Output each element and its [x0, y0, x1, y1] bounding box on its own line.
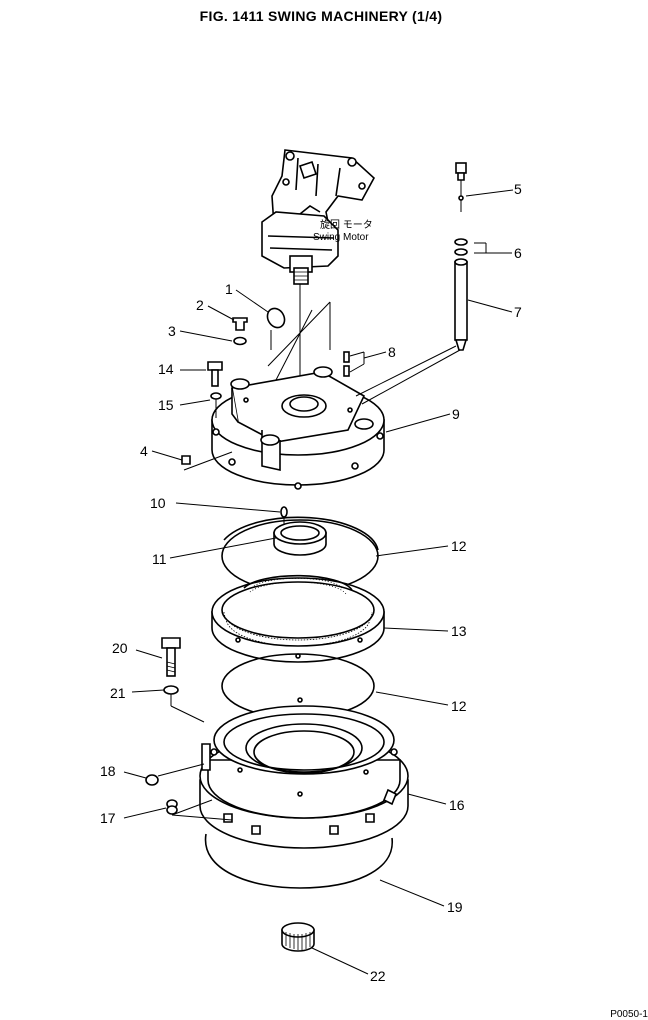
callout-14: 14: [158, 361, 174, 377]
figure-title: FIG. 1411 SWING MACHINERY (1/4): [199, 8, 443, 24]
callout-16: 16: [449, 797, 465, 813]
callout-19: 19: [447, 899, 463, 915]
plug-2: [232, 317, 248, 331]
gauge-pipe-7: [454, 258, 468, 351]
dowel-pins-8: [343, 351, 350, 377]
bolt-14: [207, 361, 223, 387]
level-gauge-5: [455, 162, 467, 212]
motor-label-jp: 旋回 モータ: [320, 218, 373, 231]
leader-lines: [123, 189, 514, 975]
callout-5: 5: [514, 181, 522, 197]
plug-4: [181, 455, 191, 465]
callout-13: 13: [451, 623, 467, 639]
callout-2: 2: [196, 297, 204, 313]
pinion-22: [281, 922, 315, 952]
callout-12-lower: 12: [451, 698, 467, 714]
callout-3: 3: [168, 323, 176, 339]
o-ring-19: [204, 833, 393, 889]
bolt-20: [161, 637, 181, 677]
lower-housing-16: [199, 697, 409, 849]
callout-12-upper: 12: [451, 538, 467, 554]
o-rings-6: [454, 238, 468, 256]
callout-8: 8: [388, 344, 396, 360]
upper-housing: [211, 366, 385, 490]
plug-17: [166, 799, 178, 815]
callout-15: 15: [158, 397, 174, 413]
callout-4: 4: [140, 443, 148, 459]
callout-11: 11: [152, 551, 167, 567]
callout-10: 10: [150, 495, 166, 511]
nut-18: [145, 774, 159, 786]
pin-10: [280, 506, 288, 518]
washer-15: [210, 392, 222, 400]
page-code: P0050-1: [610, 1009, 648, 1020]
callout-20: 20: [112, 640, 128, 656]
o-ring-3: [233, 336, 247, 346]
callout-9: 9: [452, 406, 460, 422]
callout-7: 7: [514, 304, 522, 320]
eye-bolt-1: [266, 307, 286, 350]
callout-18: 18: [100, 763, 116, 779]
washer-21: [163, 685, 179, 695]
callout-22: 22: [370, 968, 386, 984]
swing-motor: [261, 149, 376, 285]
callout-17: 17: [100, 810, 116, 826]
callout-6: 6: [514, 245, 522, 261]
motor-label-en: Swing Motor: [313, 232, 369, 243]
collar-11: [273, 521, 327, 556]
callout-1: 1: [225, 281, 233, 297]
callout-21: 21: [110, 685, 126, 701]
ring-gear-13: [211, 574, 385, 663]
